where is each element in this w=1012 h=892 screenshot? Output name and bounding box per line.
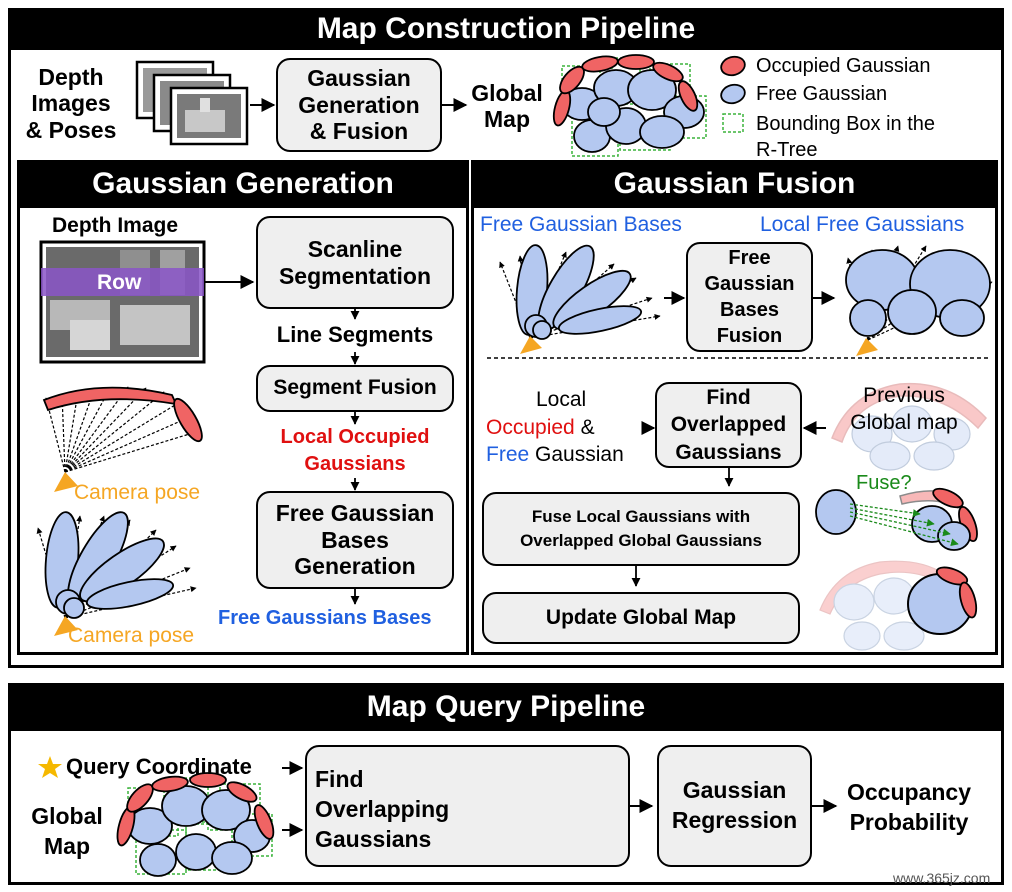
watermark: www.365jz.com bbox=[893, 870, 991, 886]
free-bases-figure bbox=[36, 511, 197, 636]
box-line: Bases bbox=[720, 299, 779, 321]
box-line: Gaussian bbox=[682, 777, 787, 804]
previous-global-map-figure bbox=[831, 382, 987, 471]
line-segments-label: Line Segments bbox=[276, 322, 434, 347]
global-map-label: Global Map bbox=[466, 80, 548, 133]
local-word: Local bbox=[536, 388, 587, 411]
box-line: Regression bbox=[671, 807, 798, 833]
free-gaussian-bases-label: Free Gaussian Bases bbox=[480, 213, 682, 236]
box-line: Fuse Local Gaussians with bbox=[531, 507, 751, 527]
legend-occupied-label: Occupied Gaussian bbox=[756, 55, 931, 77]
query-global-map-figure bbox=[116, 772, 275, 877]
depth-image-stack bbox=[135, 60, 249, 146]
gaussian-generation-fusion-box: Gaussian Generation & Fusion bbox=[276, 58, 442, 152]
box-line: Gaussians bbox=[675, 440, 782, 464]
gaussian-word: Gaussian bbox=[535, 443, 624, 467]
box-line: Segmentation bbox=[278, 262, 432, 289]
camera-pose-label-2: Camera pose bbox=[68, 624, 195, 647]
free-gaussian-bases-fusion-box: Free Gaussian Bases Fusion bbox=[686, 242, 813, 352]
box-line: Generation bbox=[294, 553, 416, 580]
box-line: Scanline bbox=[307, 236, 403, 263]
query-global-line: Map bbox=[44, 832, 90, 859]
box-line: Overlapping bbox=[315, 795, 450, 822]
global-map-label-line: Map bbox=[484, 106, 530, 133]
depth-images-label: Depth Images & Poses bbox=[18, 64, 124, 143]
scanline-segmentation-box: Scanline Segmentation bbox=[256, 216, 454, 309]
box-line: Bases bbox=[321, 526, 389, 553]
box-line: Overlapped Global Gaussians bbox=[520, 531, 762, 550]
box-line: Gaussian bbox=[704, 273, 795, 295]
box-line: Gaussians bbox=[315, 825, 432, 852]
gaussian-generation-title: Gaussian Generation bbox=[17, 160, 469, 208]
map-query-title: Map Query Pipeline bbox=[8, 683, 1004, 731]
depth-images-label-line: Images bbox=[31, 90, 111, 117]
find-overlapping-gaussians-box: Find Overlapping Gaussians bbox=[305, 745, 630, 867]
previous-line: Global map bbox=[850, 411, 958, 435]
gaussian-regression-box: Gaussian Regression bbox=[657, 745, 812, 867]
free-word: Free bbox=[486, 443, 530, 467]
legend-bbox-line: Bounding Box in the bbox=[756, 113, 936, 135]
box-line: Generation bbox=[298, 91, 420, 118]
free-gaussians-bases-label: Free Gaussians Bases bbox=[218, 607, 432, 629]
free-line: Free Gaussian bbox=[486, 441, 624, 469]
updated-global-map-figure bbox=[819, 560, 978, 651]
previous-line: Previous bbox=[863, 384, 945, 407]
legend-bbox-line: R-Tree bbox=[756, 139, 818, 162]
fuse-question-label: Fuse? bbox=[856, 472, 912, 494]
depth-images-label-line: Depth bbox=[38, 64, 104, 90]
query-global-map-label: Global Map bbox=[22, 802, 112, 862]
box-line: Find bbox=[706, 386, 751, 410]
global-map-label-line: Global bbox=[471, 80, 543, 106]
local-free-gaussians-label: Local Free Gaussians bbox=[760, 213, 965, 236]
box-line: Find bbox=[315, 766, 364, 792]
camera-pose-label-1: Camera pose bbox=[74, 481, 201, 504]
depth-images-label-line: & Poses bbox=[25, 116, 117, 143]
local-occupied-line: Local Occupied bbox=[280, 426, 430, 448]
fuse-question-figure bbox=[815, 487, 978, 551]
box-line: Gaussian bbox=[307, 65, 411, 92]
box-line: Overlapped bbox=[670, 413, 787, 437]
occupied-line: Occupied & bbox=[486, 414, 624, 442]
box-line: Free bbox=[728, 247, 771, 269]
fuse-local-gaussians-box: Fuse Local Gaussians with Overlapped Glo… bbox=[482, 492, 800, 566]
map-construction-title: Map Construction Pipeline bbox=[8, 8, 1004, 50]
occupancy-probability-label: Occupancy Probability bbox=[836, 778, 982, 838]
free-gaussian-bases-generation-box: Free Gaussian Bases Generation bbox=[256, 491, 454, 589]
depth-image-label: Depth Image bbox=[52, 214, 179, 237]
ampersand: & bbox=[580, 415, 595, 439]
segment-fusion-box: Segment Fusion bbox=[256, 365, 454, 412]
local-free-figure bbox=[845, 245, 993, 356]
row-label: Row bbox=[97, 271, 142, 294]
query-global-line: Global bbox=[31, 803, 103, 829]
depth-image-figure bbox=[39, 240, 206, 364]
previous-global-map-label: Previous Global map bbox=[838, 382, 970, 437]
occupancy-line: Probability bbox=[849, 808, 969, 835]
global-map-figure bbox=[552, 54, 707, 157]
box-line: & Fusion bbox=[309, 118, 409, 145]
legend-bbox-label: Bounding Box in the R-Tree bbox=[756, 111, 935, 164]
star-icon bbox=[38, 756, 62, 778]
find-overlapped-gaussians-box: Find Overlapped Gaussians bbox=[655, 382, 802, 468]
gaussian-fusion-title: Gaussian Fusion bbox=[471, 160, 998, 208]
update-global-map-box: Update Global Map bbox=[482, 592, 800, 644]
local-occupied-free-label: Local Occupied & Free Gaussian bbox=[486, 386, 624, 469]
legend-swatches bbox=[720, 55, 746, 133]
occupancy-line: Occupancy bbox=[847, 779, 971, 805]
box-line: Free Gaussian bbox=[275, 500, 435, 527]
find-overlapping-text: Find Overlapping Gaussians bbox=[315, 765, 449, 855]
query-coordinate-label: Query Coordinate bbox=[66, 754, 252, 779]
box-line: Fusion bbox=[716, 325, 783, 347]
occupied-word: Occupied bbox=[486, 415, 575, 439]
occupied-rays-figure bbox=[42, 386, 203, 492]
local-occupied-gaussians-label: Local Occupied Gaussians bbox=[250, 424, 460, 478]
fusion-bases-figure bbox=[499, 244, 661, 354]
local-occupied-line: Gaussians bbox=[304, 453, 406, 475]
legend-free-label: Free Gaussian bbox=[756, 83, 888, 105]
